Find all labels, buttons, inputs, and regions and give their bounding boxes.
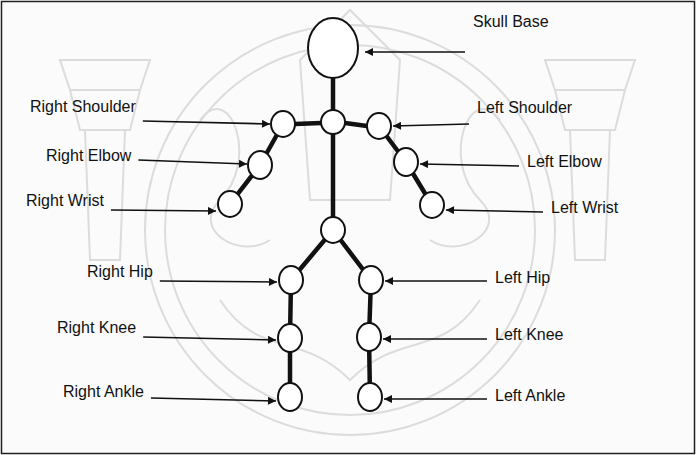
leader-line	[138, 160, 247, 164]
joint-label: Skull Base	[473, 13, 549, 31]
joint-label: Left Knee	[495, 326, 564, 344]
leader-line	[143, 121, 270, 124]
leader-line	[383, 338, 487, 340]
leader-line	[446, 210, 543, 212]
leader-line	[143, 337, 276, 340]
leader-line	[111, 210, 216, 211]
joint-label: Right Knee	[57, 319, 136, 337]
leader-line	[393, 124, 469, 126]
leader-line	[160, 281, 277, 282]
joint-label: Right Wrist	[26, 192, 104, 210]
leader-line	[151, 398, 276, 401]
joint-label: Right Ankle	[63, 383, 144, 401]
leader-line	[365, 51, 465, 53]
joint-label: Right Elbow	[46, 147, 131, 165]
leader-line	[384, 398, 487, 400]
joint-label: Right Hip	[87, 263, 153, 281]
joint-label: Right Shoulder	[30, 98, 136, 116]
joint-label: Left Elbow	[527, 153, 602, 171]
leader-line	[420, 164, 519, 166]
joint-label: Left Wrist	[551, 199, 618, 217]
leader-line	[385, 280, 487, 282]
joint-circles	[218, 18, 444, 411]
joint-label: Left Shoulder	[477, 99, 572, 117]
joint-label: Left Ankle	[495, 387, 565, 405]
joint-label: Left Hip	[495, 269, 550, 287]
